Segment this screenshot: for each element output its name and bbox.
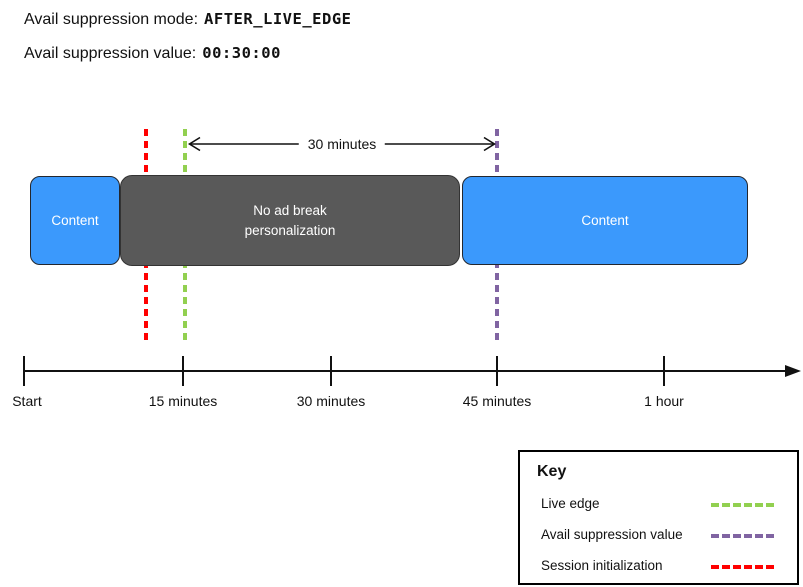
timeline-axis (24, 370, 789, 372)
mode-label: Avail suppression mode: (24, 11, 199, 28)
key-item-avail-suppression-label: Avail suppression value (541, 527, 683, 542)
avail-suppression-swatch-icon (711, 534, 775, 538)
session-initialization-swatch-icon (711, 565, 775, 569)
key-item-session-initialization-label: Session initialization (541, 558, 663, 573)
key-item-avail-suppression: Avail suppression value (520, 527, 797, 545)
timeline-label-start: Start (12, 393, 42, 409)
mode-value: AFTER_LIVE_EDGE (204, 10, 352, 28)
live-edge-swatch-icon (711, 503, 775, 507)
timeline-axis-arrowhead-icon (785, 365, 801, 377)
key-box: Key Live edge Avail suppression value Se… (518, 450, 799, 585)
key-item-live-edge-label: Live edge (541, 496, 600, 511)
header-mode-line: Avail suppression mode: AFTER_LIVE_EDGE (24, 10, 352, 29)
timeline-label-45min: 45 minutes (462, 393, 532, 409)
key-item-live-edge: Live edge (520, 496, 797, 514)
content-box-left: Content (30, 176, 120, 265)
timeline-tick-1hour (663, 356, 665, 386)
timeline-label-1hour: 1 hour (644, 393, 684, 409)
timeline-tick-15min (182, 356, 184, 386)
timeline-tick-30min (330, 356, 332, 386)
timeline-tick-start (23, 356, 25, 386)
content-box-right: Content (462, 176, 748, 265)
content-box-right-label: Content (581, 213, 629, 228)
value-value: 00:30:00 (202, 44, 281, 62)
value-label: Avail suppression value: (24, 45, 197, 62)
timeline-tick-45min (496, 356, 498, 386)
timeline-label-30min: 30 minutes (296, 393, 366, 409)
timeline-label-15min: 15 minutes (148, 393, 218, 409)
key-title: Key (537, 463, 567, 480)
key-item-session-initialization: Session initialization (520, 558, 797, 576)
header-value-line: Avail suppression value: 00:30:00 (24, 44, 281, 63)
content-box-left-label: Content (51, 213, 99, 228)
no-ad-break-box-label: No ad break personalization (244, 202, 336, 238)
no-ad-break-box: No ad break personalization (120, 175, 460, 266)
duration-arrow: 30 minutes (187, 134, 497, 154)
duration-arrow-label: 30 minutes (298, 136, 386, 152)
